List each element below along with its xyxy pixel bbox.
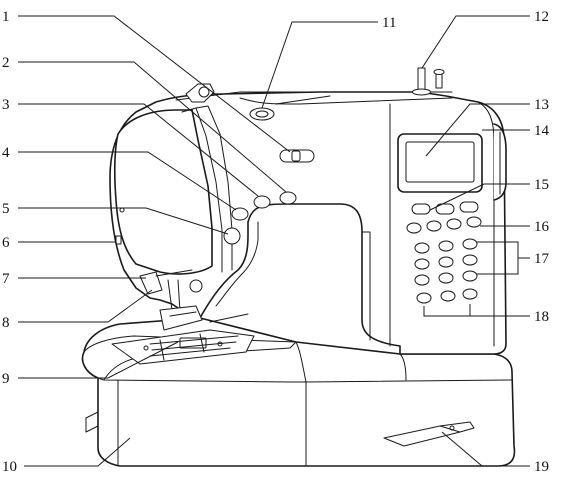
callout-labels: 1 2 3 4 5 6 7 8 9 10 11 12 13 14 15 16 1… [2, 9, 550, 475]
callout-11: 11 [382, 15, 396, 31]
callout-13: 13 [534, 97, 549, 113]
callout-12: 12 [534, 9, 549, 25]
callout-15: 15 [534, 177, 549, 193]
keypad [406, 201, 482, 304]
lcd-display [397, 133, 483, 193]
top-thread-guides [185, 83, 331, 121]
callout-8: 8 [2, 315, 10, 331]
callout-14: 14 [534, 123, 550, 139]
callout-2: 2 [2, 55, 10, 71]
callout-6: 6 [2, 235, 10, 251]
callout-3: 3 [2, 97, 10, 113]
callout-16: 16 [534, 219, 550, 235]
callout-1: 1 [2, 9, 10, 25]
callout-18: 18 [534, 309, 549, 325]
leader-lines [18, 15, 530, 467]
callout-17: 17 [534, 251, 550, 267]
callout-7: 7 [2, 271, 10, 287]
callout-19: 19 [534, 459, 549, 475]
callout-10: 10 [2, 459, 17, 475]
foot-controller [383, 421, 475, 447]
spool-pin [412, 67, 445, 96]
callout-4: 4 [2, 145, 10, 161]
callout-9: 9 [2, 371, 10, 387]
front-controls [223, 149, 315, 245]
callout-5: 5 [2, 201, 10, 217]
